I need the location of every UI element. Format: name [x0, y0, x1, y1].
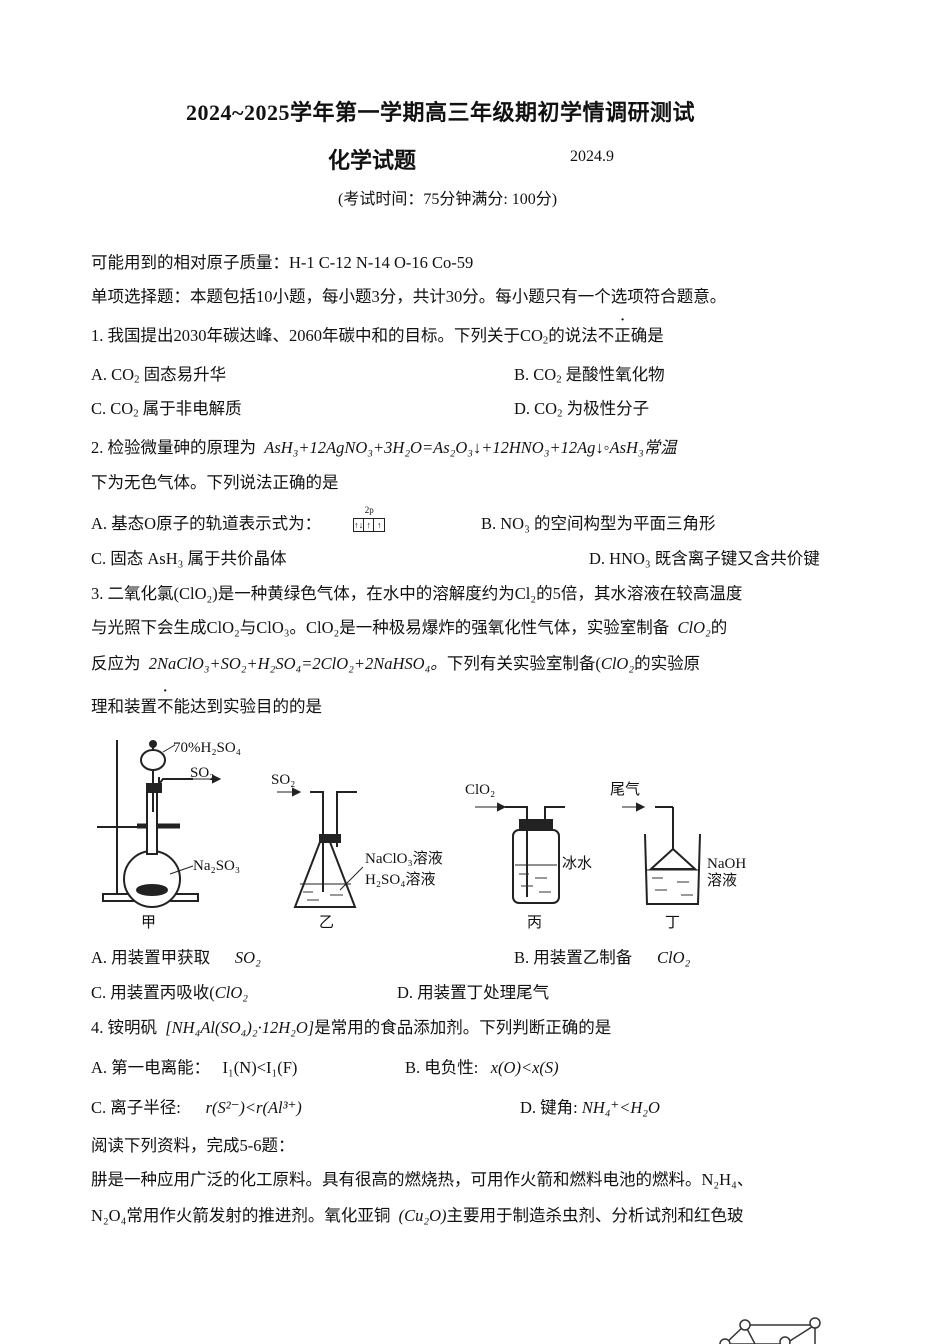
svg-text:NaOH: NaOH	[707, 856, 746, 872]
reaction-equation: 2NaClO₃+SO₂+H₂SO₄=2ClO₂+2NaHSO₄。	[148, 654, 447, 673]
svg-text:SO₂: SO₂	[190, 765, 214, 781]
q2-option-c[interactable]: C. 固态 AsH₃ 属于共价晶体	[91, 549, 287, 568]
apparatus-ding	[622, 802, 701, 905]
apparatus-jia	[97, 740, 222, 908]
q4-option-b[interactable]: B. 电负性: x(O)<x(S)	[405, 1058, 559, 1077]
q4-option-a[interactable]: A. 第一电离能： I₁(N)<I₁(F)	[91, 1058, 298, 1077]
question-2-stem: 2. 检验微量砷的原理为 AsH₃+12AgNO₃+3H₂O=As₂O₃↓+12…	[91, 438, 677, 457]
q1-option-c[interactable]: C. CO2 属于非电解质	[91, 399, 242, 420]
crystal-structure-diagram	[719, 1317, 821, 1344]
reading-paragraph-line-2: N₂O₄常用作火箭发射的推进剂。氧化亚铜 (Cu₂O)主要用于制造杀虫剂、分析试…	[91, 1206, 744, 1225]
svg-text:尾气: 尾气	[610, 781, 640, 798]
q3-option-c[interactable]: C. 用装置丙吸收(ClO₂	[91, 983, 248, 1002]
reaction-equation: AsH₃+12AgNO₃+3H₂O=As₂O₃↓+12HNO₃+12Ag↓	[264, 438, 604, 457]
svg-text:ClO₂: ClO₂	[465, 782, 495, 798]
question-1-stem: 1. 我国提出2030年碳达峰、2060年碳中和的目标。下列关于CO2的说法不正…	[91, 327, 664, 346]
exam-info: (考试时间：75分钟满分: 100分)	[338, 191, 558, 208]
apparatus-bing	[475, 802, 565, 904]
exam-title: 2024~2025学年第一学期高三年级期初学情调研测试	[186, 100, 695, 125]
section-intro: 单项选择题：本题包括10小题，每小题3分，共计30分。每小题只有一个选项符合题意…	[91, 287, 727, 306]
q4-option-d[interactable]: D. 键角: NH₄⁺<H₂O	[520, 1098, 660, 1117]
question-3-line-1: 3. 二氧化氯(ClO₂)是一种黄绿色气体，在水中的溶解度约为Cl₂的5倍，其水…	[91, 584, 743, 603]
emphasis-marked: 不正确	[598, 327, 648, 345]
q2-option-d[interactable]: D. HNO₃ 既含离子键又含共价键	[589, 549, 820, 568]
emphasis-marked: 不	[157, 698, 174, 716]
svg-text:丙: 丙	[527, 915, 542, 931]
question-4-stem: 4. 铵明矾 [NH₄Al(SO₄)₂·12H₂O]是常用的食品添加剂。下列判断…	[91, 1018, 612, 1037]
q4-option-c[interactable]: C. 离子半径: r(S²⁻)<r(Al³⁺)	[91, 1098, 302, 1117]
svg-text:丁: 丁	[665, 915, 680, 931]
q3-option-b[interactable]: B. 用装置乙制备 ClO₂	[514, 948, 691, 967]
orbital-diagram: 2p ↑↓ ↑ ↑	[353, 506, 386, 533]
svg-text:冰水: 冰水	[562, 855, 592, 872]
svg-text:乙: 乙	[319, 915, 334, 931]
question-3-line-4: 理和装置不能达到实验目的的是	[91, 698, 322, 716]
q1-option-a[interactable]: A. CO2 固态易升华	[91, 365, 227, 386]
label-h2so4: 70%H₂SO₄	[173, 740, 241, 756]
apparatus-yi	[277, 787, 364, 908]
atomic-masses: 可能用到的相对原子质量：H-1 C-12 N-14 O-16 Co-59	[91, 253, 474, 272]
svg-text:H₂SO₄溶液: H₂SO₄溶液	[365, 871, 435, 888]
reading-intro: 阅读下列资料，完成5-6题：	[91, 1136, 295, 1155]
q2-option-b[interactable]: B. NO₃ 的空间构型为平面三角形	[481, 514, 716, 533]
question-3-line-2: 与光照下会生成ClO₂与ClO₃。ClO₂是一种极易爆炸的强氧化性气体，实验室制…	[91, 618, 728, 637]
q3-option-d[interactable]: D. 用装置丁处理尾气	[397, 983, 550, 1002]
q2-option-a[interactable]: A. 基态O原子的轨道表示式为： 2p ↑↓ ↑ ↑	[91, 506, 389, 533]
svg-text:溶液: 溶液	[707, 872, 737, 889]
chemical-formula: [NH₄Al(SO₄)₂·12H₂O]	[165, 1018, 315, 1037]
subject-title: 化学试题	[328, 148, 417, 173]
question-3-line-3: 反应为 2NaClO₃+SO₂+H₂SO₄=2ClO₂+2NaHSO₄。下列有关…	[91, 654, 701, 673]
reading-paragraph-line-1: 肼是一种应用广泛的化工原料。具有很高的燃烧热，可用作火箭和燃料电池的燃料。N₂H…	[91, 1170, 754, 1189]
q1-option-b[interactable]: B. CO2 是酸性氧化物	[514, 365, 665, 386]
svg-text:甲: 甲	[141, 915, 156, 931]
q3-option-a[interactable]: A. 用装置甲获取 SO₂	[91, 948, 261, 967]
q1-option-d[interactable]: D. CO2 为极性分子	[514, 399, 650, 420]
svg-text:NaClO₃溶液: NaClO₃溶液	[365, 850, 443, 867]
exam-date: 2024.9	[570, 148, 614, 165]
svg-text:SO₂: SO₂	[271, 772, 295, 788]
apparatus-diagram: 70%H₂SO₄ SO₂ Na₂SO₃ 甲 SO₂ NaClO₃溶液 H₂SO₄…	[97, 740, 746, 931]
question-2-stem-cont: 下为无色气体。下列说法正确的是	[91, 473, 339, 492]
svg-text:Na₂SO₃: Na₂SO₃	[193, 858, 240, 874]
